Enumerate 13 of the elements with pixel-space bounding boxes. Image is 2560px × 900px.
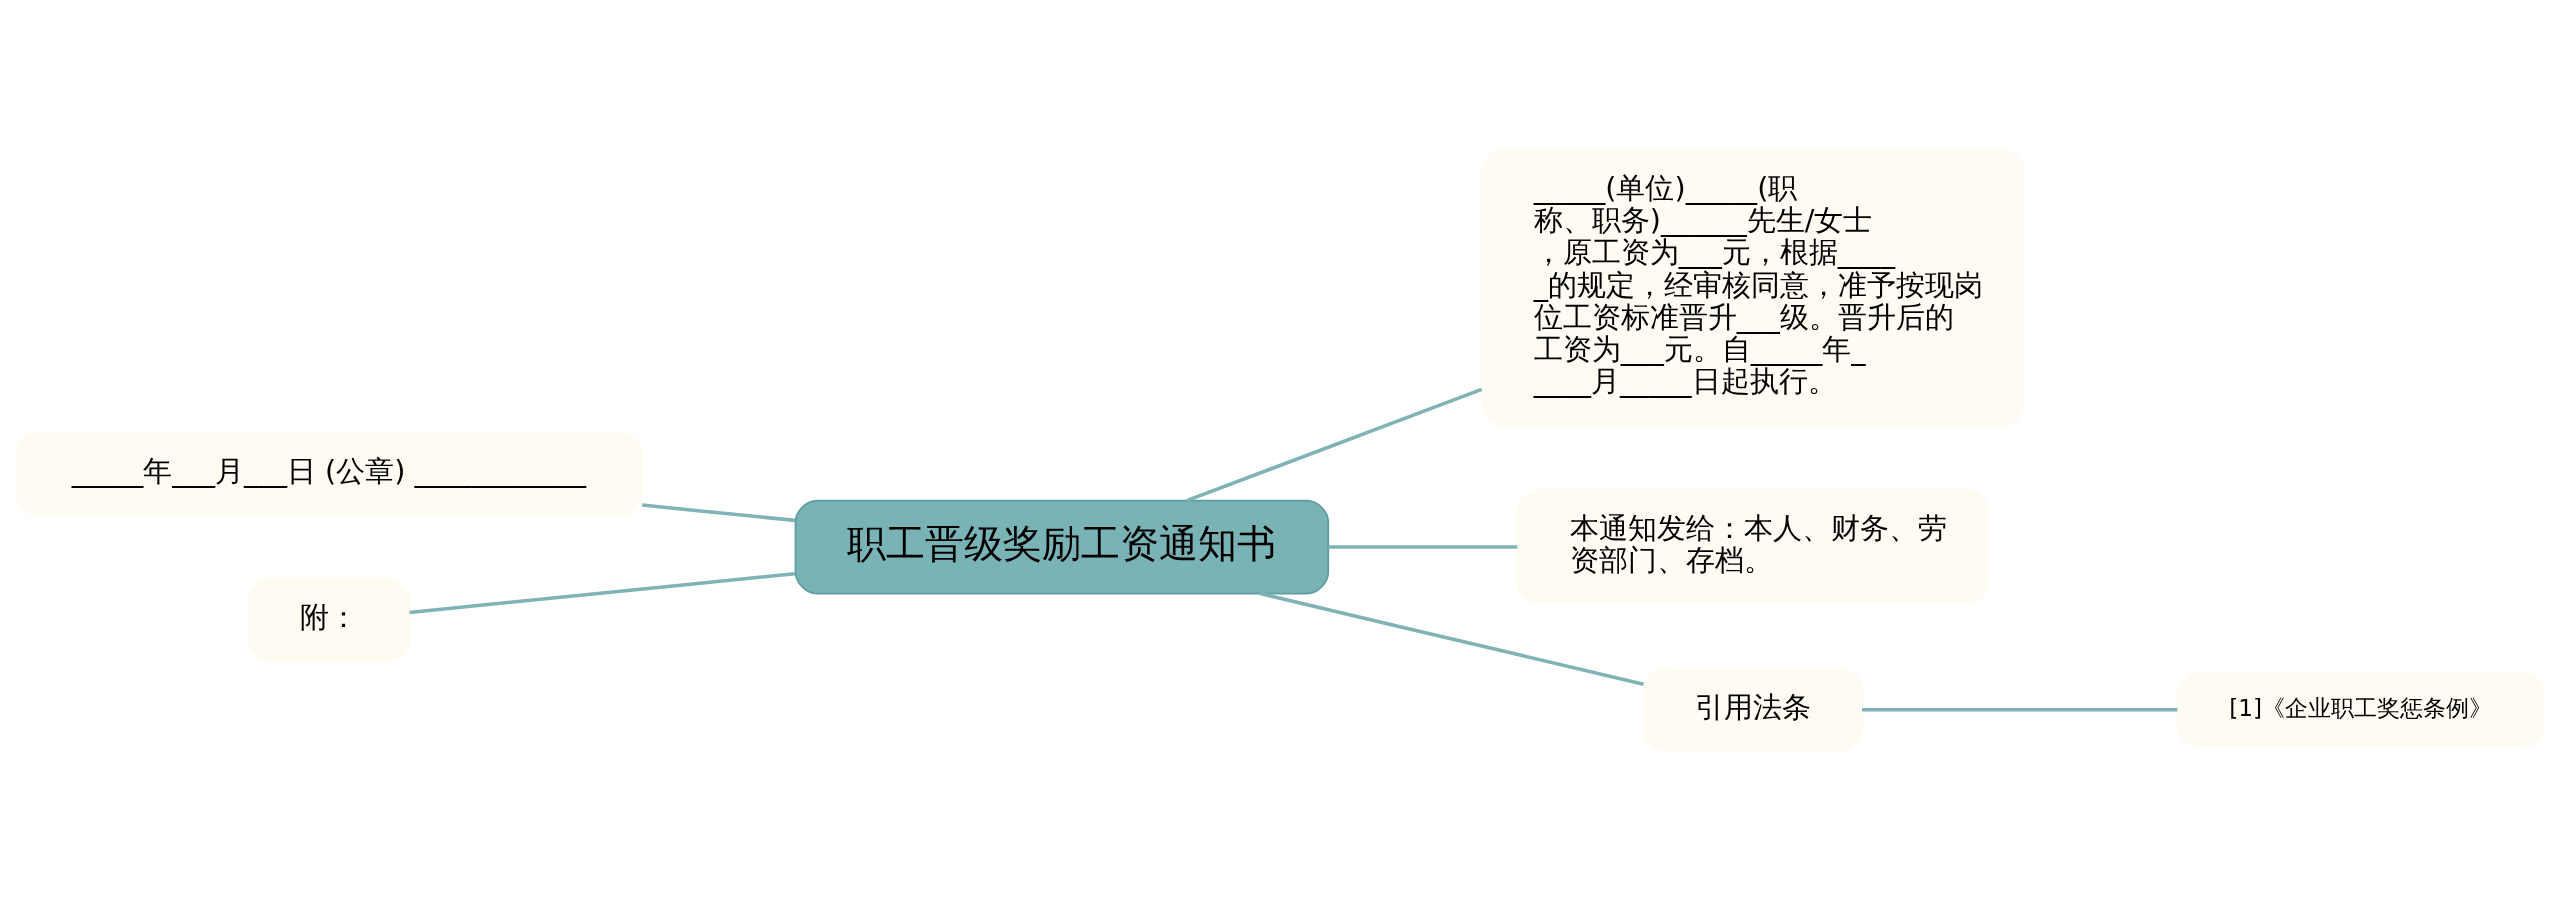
node-box: 附： [247,577,411,662]
connector [1186,387,1483,502]
node-box: _____(单位)_____(职称、职务)______先生/女士，原工资为___元，根据_____的规定，经审核同意，准予按现岗位工资标准晋升___级。晋升后的工资为___元。自_____年_____月_____日起执行。 [1481,148,2025,426]
node-box: 本通知发给：本人、财务、劳资部门、存档。 [1516,488,1989,605]
connector [1328,544,1518,549]
node-box: 职工晋级奖励工资通知书 [794,499,1330,594]
connector [1862,707,2178,711]
node-box: _____年___月___日 (公章) ____________ [15,431,643,516]
connector [1259,591,1644,686]
connector [409,571,796,614]
node-box: [1]《企业职工奖惩条例》 [2176,670,2545,748]
node-box: 引用法条 [1642,667,1863,752]
connector [641,502,796,522]
